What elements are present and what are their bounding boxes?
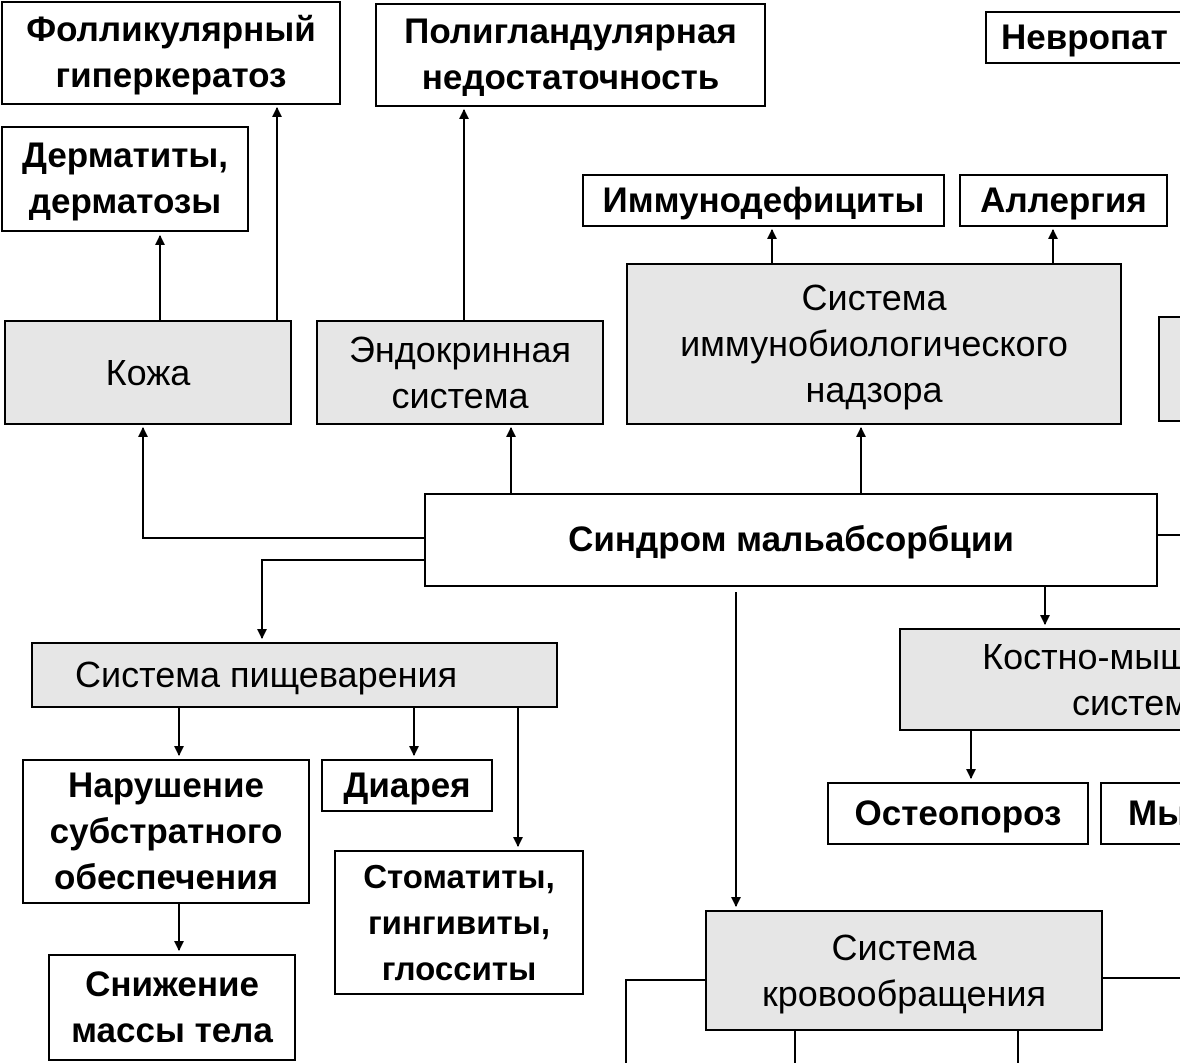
substrate-label: Нарушение субстратного обеспечения xyxy=(49,765,283,897)
node-malabsorption-syndrome: Синдром мальабсорбции xyxy=(424,493,1158,587)
node-digestive-system: Система пищеварения xyxy=(31,642,558,708)
node-osteoporosis: Остеопороз xyxy=(827,782,1089,845)
node-diarrhea: Диарея xyxy=(321,759,493,812)
node-endocrine-system: Эндокринная система xyxy=(316,320,604,425)
allergy-label: Аллергия xyxy=(980,180,1147,220)
arrow-center-to-digestive xyxy=(257,559,424,639)
node-musculoskeletal-system: Костно-мыш систем xyxy=(899,628,1180,731)
endocrine-label: Эндокринная система xyxy=(349,328,571,416)
dermatitis-label: Дерматиты, дерматозы xyxy=(21,136,229,221)
node-substrate-supply-disorder: Нарушение субстратного обеспечения xyxy=(22,759,310,904)
arrow-center-to-skin xyxy=(138,427,424,539)
node-polyglandular-insufficiency: Полигландулярная недостаточность xyxy=(375,3,766,107)
node-follicular-hyperkeratosis: Фолликулярный гиперкератоз xyxy=(1,1,341,105)
line-circulatory-left xyxy=(625,979,705,1063)
node-neuropathy: Невропат xyxy=(985,11,1180,64)
myo-label: Мы xyxy=(1128,793,1180,833)
node-circulatory-system: Система кровообращения xyxy=(705,910,1103,1031)
follicular-label: Фолликулярный гиперкератоз xyxy=(26,10,316,95)
stomatitis-label: Стоматиты, гингивиты, глосситы xyxy=(363,857,555,987)
musculoskeletal-label: Костно-мыш систем xyxy=(982,635,1180,723)
node-myo-partial: Мы xyxy=(1100,782,1180,845)
polyglandular-label: Полигландулярная недостаточность xyxy=(404,12,737,97)
node-immunodeficiency: Иммунодефициты xyxy=(582,174,945,227)
node-allergy: Аллергия xyxy=(959,174,1168,227)
skin-label: Кожа xyxy=(105,351,191,393)
circulatory-label: Система кровообращения xyxy=(762,926,1046,1014)
digestive-label: Система пищеварения xyxy=(75,654,458,695)
center-label: Синдром мальабсорбции xyxy=(568,520,1014,559)
node-weight-loss: Снижение массы тела xyxy=(48,954,296,1061)
osteoporosis-label: Остеопороз xyxy=(854,793,1062,833)
immunodef-label: Иммунодефициты xyxy=(602,180,925,220)
immune-label: Система иммунобиологического надзора xyxy=(680,277,1068,410)
node-right-edge-partial xyxy=(1158,316,1180,422)
node-immune-surveillance: Система иммунобиологического надзора xyxy=(626,263,1122,425)
neuropathy-label: Невропат xyxy=(1001,17,1168,57)
weightloss-label: Снижение массы тела xyxy=(71,964,273,1050)
node-skin: Кожа xyxy=(4,320,292,425)
diarrhea-label: Диарея xyxy=(343,765,471,805)
node-stomatitis: Стоматиты, гингивиты, глосситы xyxy=(334,850,584,995)
node-dermatitis: Дерматиты, дерматозы xyxy=(1,126,249,232)
